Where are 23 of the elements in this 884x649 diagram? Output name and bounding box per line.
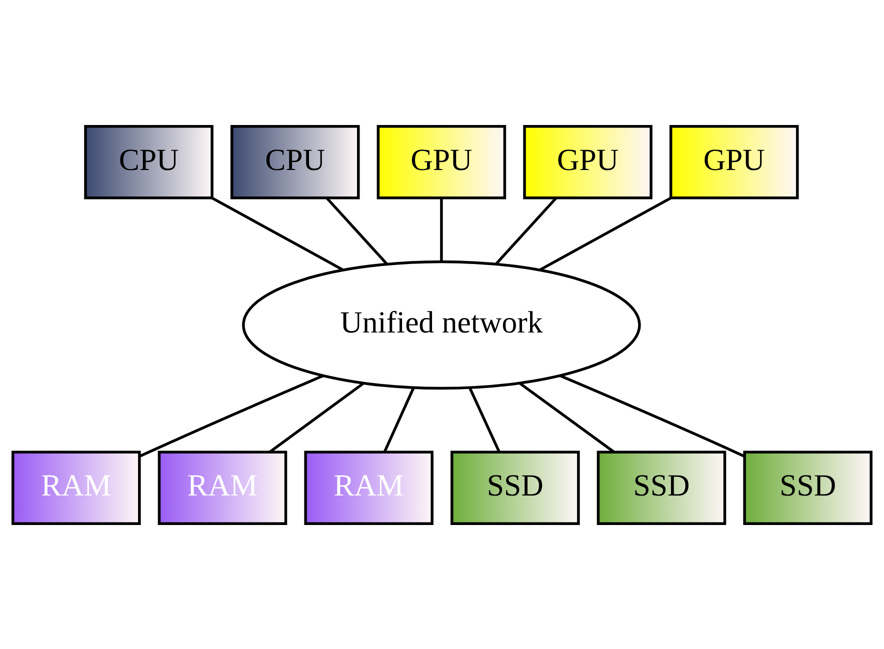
- connector: [560, 374, 746, 458]
- node-box: SSD: [743, 450, 872, 524]
- node-box: GPU: [376, 124, 506, 199]
- node-ellipse: Unified network: [242, 260, 641, 390]
- connector: [383, 386, 415, 452]
- connector: [268, 382, 364, 453]
- node-box: CPU: [230, 124, 360, 199]
- connector: [538, 196, 672, 271]
- connector: [326, 196, 388, 265]
- node-box: RAM: [158, 450, 288, 524]
- node-box: SSD: [450, 450, 580, 524]
- node-box: GPU: [669, 124, 799, 199]
- node-box: SSD: [596, 450, 726, 524]
- connector: [138, 374, 324, 458]
- node-box: GPU: [523, 124, 652, 199]
- connector: [440, 198, 443, 262]
- node-box: RAM: [12, 450, 141, 524]
- connector: [494, 196, 558, 265]
- connector: [468, 386, 500, 452]
- connector: [211, 196, 344, 271]
- connector: [518, 382, 615, 453]
- node-box: RAM: [304, 450, 434, 524]
- node-box: CPU: [84, 124, 214, 199]
